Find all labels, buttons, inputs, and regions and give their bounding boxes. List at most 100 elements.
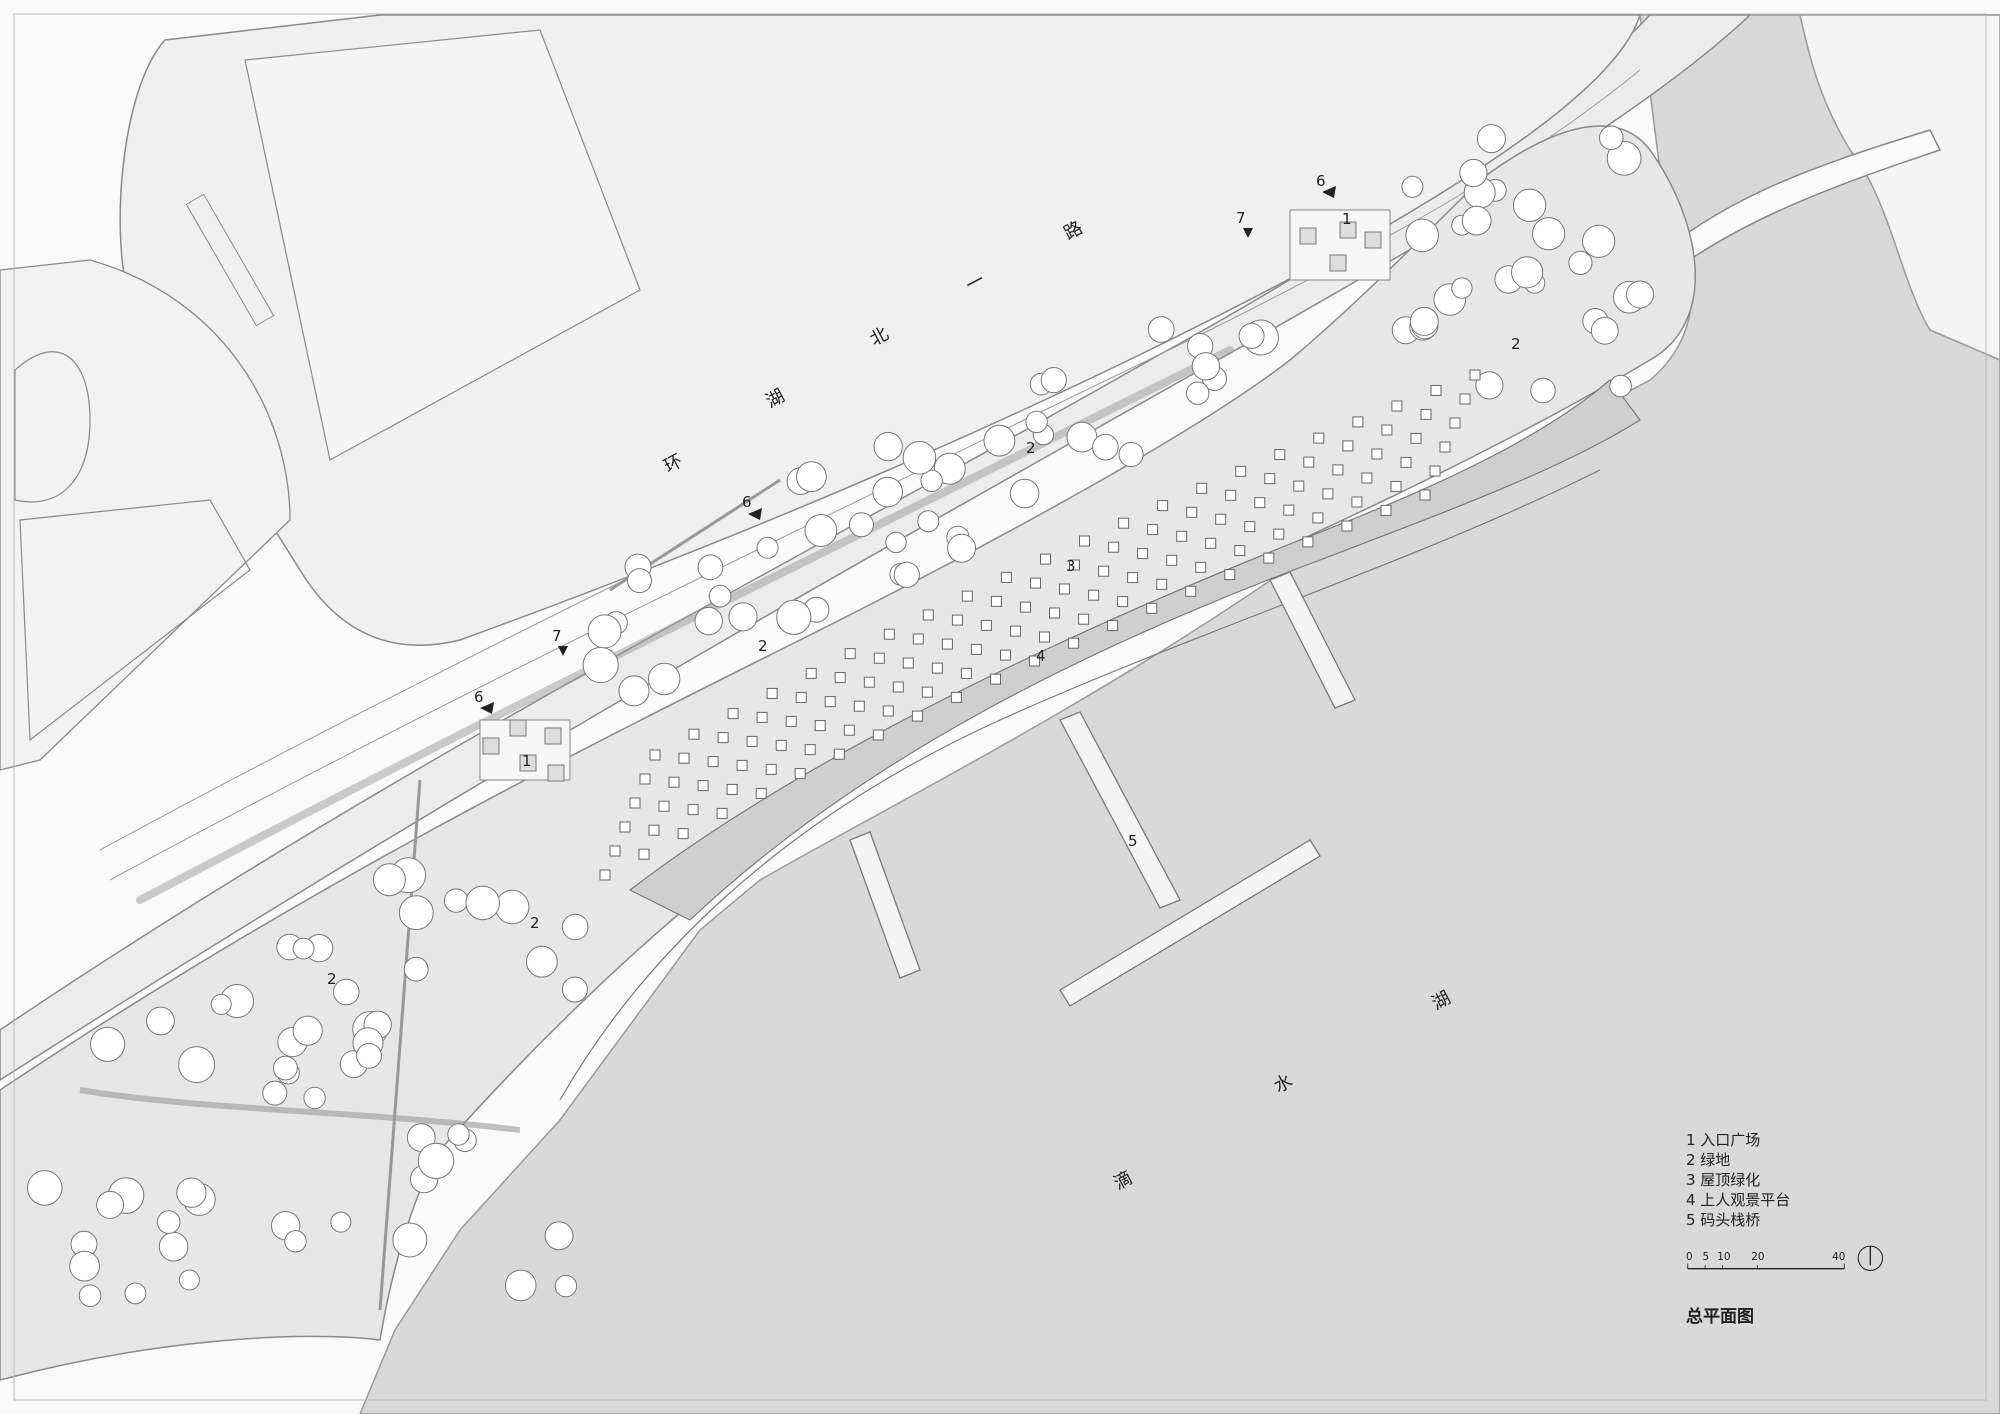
tree-canopy (1512, 188, 1547, 223)
deck-planter (931, 662, 943, 674)
deck-planter (1419, 489, 1431, 501)
entrance-arrow-icon (748, 508, 762, 520)
deck-planter (649, 749, 661, 761)
pier-east (1269, 571, 1356, 709)
deck-planter (1351, 496, 1363, 508)
tree-canopy (1599, 125, 1624, 151)
deck-planter (1205, 537, 1217, 549)
deck-planter (950, 691, 962, 703)
tree-canopy (947, 533, 977, 563)
tree-canopy (983, 424, 1016, 457)
deck-planter (1157, 500, 1169, 512)
tree-canopy (1476, 124, 1506, 154)
deck-planter (941, 638, 953, 650)
deck-planter (1352, 416, 1364, 428)
deck-planter (688, 728, 700, 740)
legend-item: 2 绿地 (1686, 1151, 1731, 1169)
deck-planter (892, 681, 904, 693)
tree-canopy (526, 945, 558, 978)
tree-canopy (292, 1015, 323, 1046)
scale-tick-label: 40 (1832, 1251, 1845, 1263)
deck-planter (1186, 506, 1198, 518)
deck-planter (1137, 548, 1149, 560)
zone-label: 4 (1036, 647, 1046, 665)
tree-canopy (303, 1086, 326, 1110)
tree-canopy (465, 885, 501, 921)
west-building-2 (19, 499, 251, 742)
deck-planter (843, 724, 855, 736)
tree-canopy (933, 452, 966, 485)
tree-canopy (648, 662, 681, 696)
tree-canopy (1191, 352, 1221, 381)
deck-planter (1166, 554, 1178, 566)
deck-planter (755, 787, 767, 799)
deck-planter (707, 756, 719, 768)
deck-planter (1059, 583, 1070, 595)
deck-planter (1361, 472, 1373, 484)
tree-canopy (284, 1230, 307, 1253)
deck-planter (970, 643, 982, 655)
deck-planter (1039, 631, 1050, 643)
tree-canopy (1461, 205, 1492, 236)
tree-canopy (582, 646, 619, 684)
deck-planter (785, 715, 797, 727)
zone-label: 3 (1066, 557, 1076, 575)
deck-planter (863, 676, 875, 688)
tree-canopy (1401, 175, 1424, 198)
tree-canopy (1186, 381, 1210, 405)
deck-planter (716, 807, 728, 819)
deck-planter (1430, 384, 1442, 396)
deck-planter (844, 648, 856, 660)
entrance-arrow-icon (558, 646, 568, 656)
tree-canopy (902, 441, 937, 475)
east-bridge (1638, 129, 1942, 287)
deck-planter (1254, 497, 1266, 509)
deck-planter (1342, 440, 1354, 452)
tree-canopy (356, 1042, 382, 1069)
tree-canopies (26, 124, 1654, 1307)
zone-label: 1 (522, 752, 532, 770)
tree-canopy (1609, 374, 1632, 398)
deck-planter (1146, 602, 1158, 614)
pier-main (1059, 711, 1181, 909)
deck-planter (795, 691, 807, 703)
deck-planter (990, 673, 1001, 685)
deck-planter (1215, 513, 1227, 525)
tree-canopy (156, 1210, 181, 1234)
tree-canopy (1582, 224, 1616, 258)
tree-canopy (1451, 277, 1473, 299)
deck-planter (1274, 449, 1286, 461)
tree-canopy (1040, 367, 1067, 394)
north-lot-strip (185, 193, 275, 327)
tree-canopy (158, 1231, 189, 1262)
deck-planter (980, 619, 992, 631)
deck-planter (648, 824, 660, 836)
tree-canopy (920, 469, 943, 492)
deck-planter (619, 821, 631, 833)
deck-planter (1273, 528, 1285, 540)
tree-canopy (78, 1284, 102, 1307)
zone-label: 7 (1236, 209, 1246, 227)
tree-canopy (124, 1282, 147, 1305)
deck-planter (961, 590, 973, 602)
deck-planter (1459, 393, 1471, 405)
tree-canopy (561, 913, 589, 941)
deck-planter (1420, 408, 1432, 420)
tree-canopy (708, 584, 732, 608)
deck-edge (559, 469, 1601, 1101)
tree-canopy (403, 956, 429, 982)
deck-planter (687, 804, 699, 816)
deck-planter (1069, 559, 1080, 571)
deck-planter (990, 595, 1002, 607)
tree-canopy (1409, 306, 1439, 336)
deck-planter (1244, 521, 1256, 533)
zone-label: 7 (552, 627, 562, 645)
tree-canopy (333, 978, 360, 1006)
tree-canopy (146, 1006, 175, 1036)
deck-planter (1068, 637, 1080, 649)
plan-title: 总平面图 (1686, 1307, 1754, 1327)
tree-canopy (1626, 280, 1654, 309)
tree-canopy (372, 863, 406, 897)
tree-canopy (1025, 410, 1048, 434)
deck-planter (677, 828, 689, 840)
